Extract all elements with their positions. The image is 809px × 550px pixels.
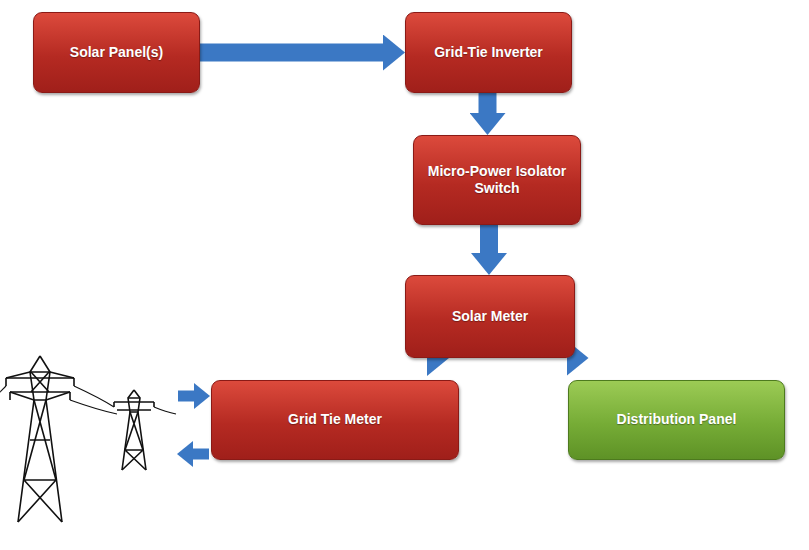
process-box: Solar Panel(s) xyxy=(33,12,200,93)
flow-arrow xyxy=(479,93,497,113)
box-label: Micro-Power Isolator Switch xyxy=(426,163,568,198)
flow-arrow xyxy=(200,44,383,62)
box-label: Solar Meter xyxy=(452,308,528,326)
panel-box: Distribution Panel xyxy=(568,380,785,460)
process-box: Grid Tie Meter xyxy=(211,380,459,460)
box-label: Distribution Panel xyxy=(617,411,737,429)
box-label: Grid Tie Meter xyxy=(288,411,382,429)
process-box: Micro-Power Isolator Switch xyxy=(413,135,581,225)
box-label: Solar Panel(s) xyxy=(70,44,163,62)
box-label: Grid-Tie Inverter xyxy=(434,44,543,62)
process-box: Grid-Tie Inverter xyxy=(405,12,572,93)
flow-arrow xyxy=(480,225,498,253)
process-box: Solar Meter xyxy=(405,275,575,358)
